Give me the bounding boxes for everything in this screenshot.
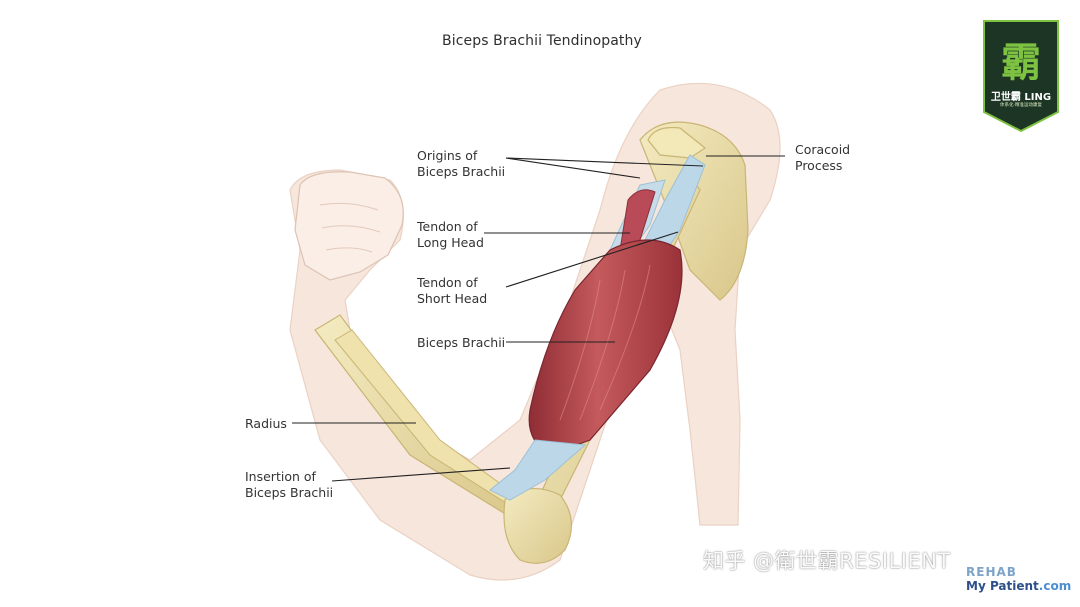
logo-glyph: 霸 xyxy=(1001,40,1041,86)
dotcom-text: .com xyxy=(1038,579,1072,593)
label-biceps-brachii: Biceps Brachii xyxy=(417,335,506,350)
label-radius: Radius xyxy=(245,416,287,431)
rehab-text: REHAB xyxy=(966,565,1017,579)
scapula xyxy=(639,121,749,301)
distal-tendon xyxy=(489,439,587,501)
logo-text: 卫世霸 LING xyxy=(990,92,1052,103)
brand-logo: 霸 卫世霸 LING 体系化·精准运动康复 xyxy=(983,20,1059,132)
rehab-my-patient-logo: REHAB My Patient.com xyxy=(966,565,1071,593)
diagram-title: Biceps Brachii Tendinopathy xyxy=(442,33,642,49)
watermark-text: 知乎 @衛世霸RESILIENT xyxy=(703,549,951,573)
elbow-joint xyxy=(503,488,572,564)
coracoid-process xyxy=(647,126,707,159)
mypatient-text: My Patient xyxy=(966,579,1039,593)
leader-lines xyxy=(292,155,785,482)
logo-subtext: 体系化·精准运动康复 xyxy=(1000,103,1042,108)
